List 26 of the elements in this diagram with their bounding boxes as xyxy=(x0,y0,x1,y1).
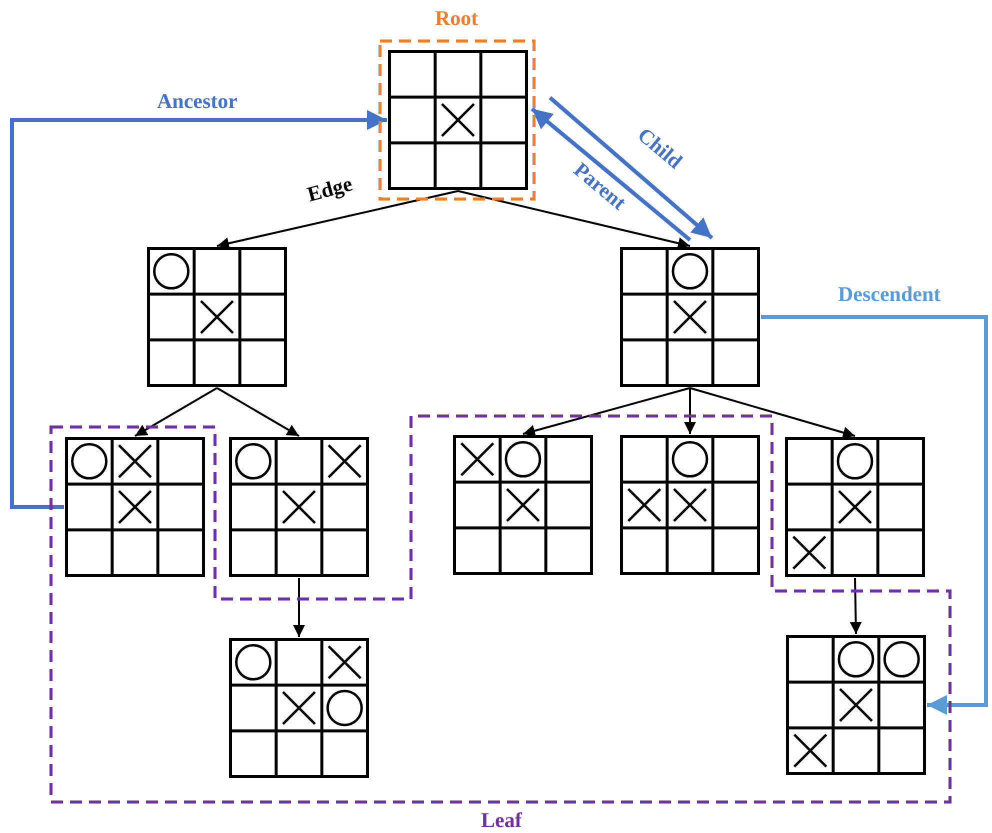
region-label: Root xyxy=(435,6,478,30)
arrow xyxy=(548,96,714,240)
tic-tac-toe-board xyxy=(388,50,528,190)
tic-tac-toe-board xyxy=(453,435,593,575)
tic-tac-toe-board xyxy=(785,437,925,577)
arrow xyxy=(530,107,692,242)
tic-tac-toe-board xyxy=(229,437,369,577)
arrow xyxy=(684,388,696,434)
tic-tac-toe-board xyxy=(65,437,205,577)
edge-label: Edge xyxy=(304,171,356,207)
arrow xyxy=(216,190,458,250)
tic-tac-toe-board xyxy=(147,247,287,387)
arrow xyxy=(134,387,218,437)
arrow xyxy=(293,578,305,637)
region-label: Leaf xyxy=(481,808,522,832)
arrow xyxy=(522,387,690,437)
arrow xyxy=(216,387,300,437)
arrow xyxy=(458,190,690,250)
tic-tac-toe-board xyxy=(620,435,760,575)
arrow xyxy=(850,578,862,634)
tic-tac-toe-board xyxy=(620,247,760,387)
arrow xyxy=(10,110,387,509)
arrow xyxy=(690,387,856,438)
arrow xyxy=(761,315,988,715)
tic-tac-toe-board xyxy=(229,638,369,778)
tic-tac-toe-board xyxy=(786,635,926,775)
